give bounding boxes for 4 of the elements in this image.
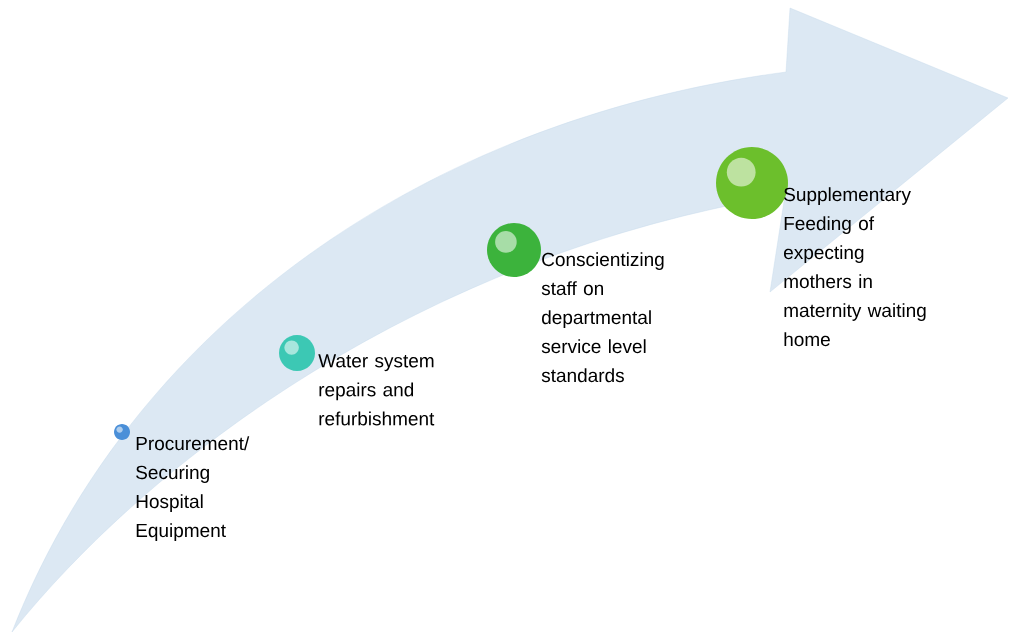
milestone-text: Water system repairs and refurbishment — [318, 354, 435, 426]
milestone-text: Supplementary Feeding of expecting mothers in maternity waiting home — [784, 187, 926, 347]
milestone-text: Procurement/ Securing Hospital Equipment — [136, 436, 250, 541]
milestone-text: Conscientizing staff on departmental service level standards — [541, 252, 664, 383]
